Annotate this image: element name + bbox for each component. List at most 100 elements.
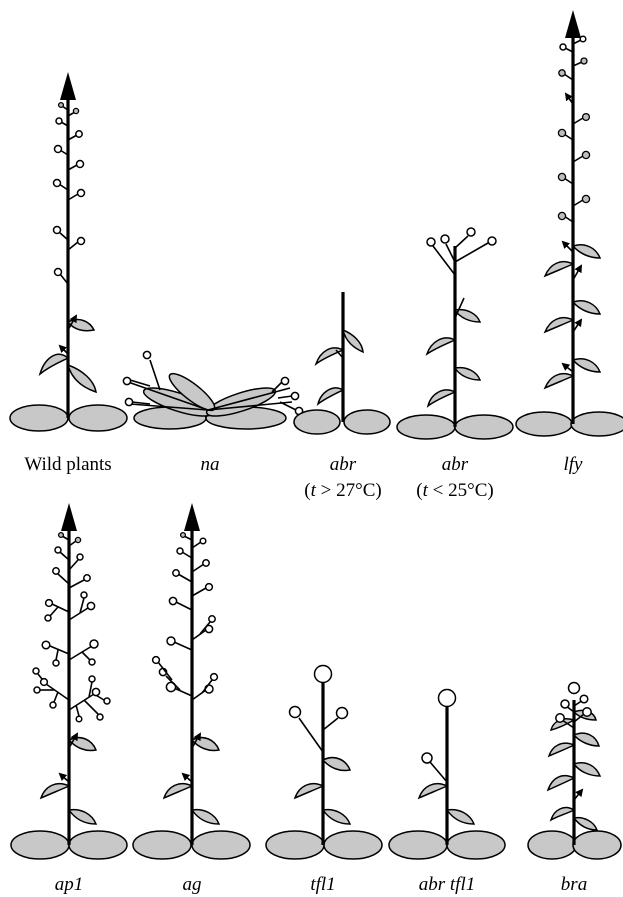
cauline-leaf bbox=[68, 365, 96, 392]
rosette-leaf bbox=[571, 412, 623, 436]
flower-icon bbox=[77, 161, 84, 168]
cauline-leaf bbox=[545, 262, 573, 276]
flower-icon bbox=[488, 237, 496, 245]
bud-icon bbox=[582, 195, 589, 202]
cauline-leaf bbox=[551, 808, 574, 820]
rosette-leaf bbox=[192, 831, 250, 859]
flower-icon bbox=[177, 548, 183, 554]
plant-abr-low bbox=[397, 228, 513, 439]
rosette-leaf bbox=[10, 405, 68, 431]
bud-icon bbox=[73, 108, 78, 113]
flower-icon bbox=[209, 616, 215, 622]
cauline-leaf bbox=[548, 776, 574, 790]
cauline-leaf bbox=[318, 388, 343, 404]
flower-icon bbox=[78, 238, 85, 245]
flower-icon bbox=[205, 685, 213, 693]
label-abr-high: abr bbox=[330, 454, 357, 475]
pedicel bbox=[174, 688, 192, 696]
cauline-leaf bbox=[323, 758, 350, 771]
flower-icon bbox=[53, 568, 59, 574]
rosette-leaf bbox=[344, 410, 390, 434]
flower-icon bbox=[153, 657, 160, 664]
plant-ag bbox=[133, 503, 250, 859]
cauline-leaf bbox=[323, 810, 350, 824]
bud-icon bbox=[583, 114, 590, 121]
cauline-leaf bbox=[545, 318, 573, 332]
cauline-leaf bbox=[455, 368, 480, 380]
pedicel bbox=[455, 243, 488, 262]
rosette-leaf bbox=[133, 831, 191, 859]
cauline-leaf bbox=[40, 354, 68, 374]
flower-icon bbox=[89, 659, 95, 665]
flower-icon bbox=[200, 538, 206, 544]
pedicel bbox=[82, 652, 90, 660]
label-wild-plants: Wild plants bbox=[24, 454, 111, 475]
cauline-leaf bbox=[41, 784, 69, 798]
flower-icon bbox=[76, 716, 82, 722]
flower-icon bbox=[41, 679, 48, 686]
pedicel bbox=[84, 700, 98, 714]
flower-icon bbox=[46, 600, 53, 607]
bud-icon bbox=[75, 537, 80, 542]
cauline-leaf bbox=[316, 348, 343, 364]
label-abr-low: abr bbox=[442, 454, 469, 475]
rosette-leaf bbox=[324, 831, 382, 859]
flower-icon bbox=[580, 695, 588, 703]
label-lfy: lfy bbox=[564, 454, 584, 475]
rosette-leaf bbox=[573, 831, 621, 859]
pedicel bbox=[56, 650, 58, 660]
bud-icon bbox=[59, 103, 64, 108]
cauline-leaf bbox=[427, 338, 455, 354]
pedicel bbox=[54, 692, 58, 702]
rosette-leaf bbox=[69, 831, 127, 859]
pedicel bbox=[192, 564, 204, 572]
pedicel bbox=[150, 360, 160, 390]
cauline-leaf bbox=[343, 330, 363, 352]
flower-icon bbox=[54, 180, 61, 187]
flower-icon bbox=[427, 238, 435, 246]
label-ap1: ap1 bbox=[55, 874, 84, 895]
flower-icon bbox=[77, 554, 83, 560]
flower-icon bbox=[206, 584, 213, 591]
flower-icon bbox=[78, 190, 85, 197]
pedicel bbox=[192, 630, 206, 640]
label-tfl1: tfl1 bbox=[310, 874, 335, 895]
rosette-leaf bbox=[69, 405, 127, 431]
bud-icon bbox=[181, 533, 186, 538]
label-bra: bra bbox=[561, 874, 587, 895]
bud-icon bbox=[582, 151, 589, 158]
pedicel bbox=[455, 236, 468, 248]
flower-icon bbox=[167, 637, 175, 645]
flower-icon bbox=[97, 714, 103, 720]
flower-icon bbox=[123, 377, 130, 384]
flower-icon bbox=[125, 398, 132, 405]
flower-icon bbox=[81, 592, 87, 598]
flower-icon bbox=[203, 560, 209, 566]
pedicel bbox=[58, 574, 69, 584]
label-abr-tfl1: abr tfl1 bbox=[419, 874, 475, 895]
apex-arrow-icon bbox=[565, 10, 581, 38]
flower-icon bbox=[561, 700, 569, 708]
rosette-leaf bbox=[11, 831, 69, 859]
secondary-flower-branch bbox=[69, 608, 88, 620]
pedicel bbox=[433, 246, 455, 275]
cauline-leaf bbox=[549, 743, 574, 756]
plant-tfl1 bbox=[266, 666, 382, 860]
bud-icon bbox=[558, 212, 565, 219]
flower-icon bbox=[337, 708, 348, 719]
pedicel bbox=[430, 762, 447, 782]
cauline-leaf bbox=[574, 733, 599, 746]
flower-icon bbox=[211, 674, 218, 681]
cauline-leaf bbox=[419, 784, 447, 798]
terminal-flower-icon bbox=[569, 683, 580, 694]
cauline-leaf bbox=[545, 374, 573, 388]
rosette-leaf bbox=[294, 410, 340, 434]
pedicel bbox=[178, 574, 192, 582]
apex-arrow-icon bbox=[184, 503, 200, 531]
bud-icon bbox=[558, 173, 565, 180]
flower-icon bbox=[55, 547, 61, 553]
flower-icon bbox=[281, 377, 288, 384]
label-abr-low-sub-rest: < 25°C) bbox=[428, 480, 494, 501]
plant-lfy bbox=[516, 10, 623, 436]
